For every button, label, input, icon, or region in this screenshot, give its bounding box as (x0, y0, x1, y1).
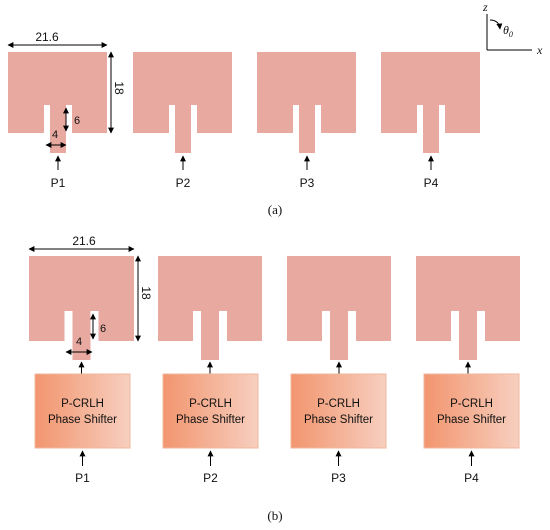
phase-shifter-line1: P-CRLH (189, 398, 232, 410)
feed-width-label: 4 (52, 129, 58, 141)
port-label: P1 (51, 176, 66, 190)
theta-arc-icon (489, 19, 503, 30)
height-dimension-label: 18 (139, 286, 153, 300)
patch (287, 256, 391, 360)
port-label: P4 (464, 471, 479, 485)
patch (381, 52, 480, 153)
antenna-a-3: P3 (257, 52, 356, 190)
panel-b-label: (b) (267, 508, 282, 523)
phase-shifter-line1: P-CRLH (317, 398, 360, 410)
phase-shifter-line1: P-CRLH (61, 398, 104, 410)
phase-shifter-box: P-CRLH Phase Shifter (34, 373, 131, 449)
patch (29, 256, 134, 360)
phase-shifter-box: P-CRLH Phase Shifter (290, 373, 387, 449)
antenna-a-1: P1 6 4 (8, 52, 107, 190)
phase-shifter-rect (34, 373, 131, 449)
phase-shifter-line2: Phase Shifter (176, 414, 245, 426)
port-label: P2 (203, 471, 218, 485)
z-axis-label: z (482, 0, 488, 14)
phase-shifter-rect (290, 373, 387, 449)
phase-shifter-rect (162, 373, 259, 449)
port-label: P3 (331, 471, 346, 485)
panel-a-label: (a) (268, 202, 282, 217)
phase-shifter-box: P-CRLH Phase Shifter (423, 373, 520, 449)
panel-a: 21.6 18 P1 6 4P2 P3 P4 (a) (7, 30, 480, 217)
height-dimension-label: 18 (112, 81, 126, 95)
feed-width-label: 4 (76, 336, 82, 348)
port-label: P4 (424, 176, 439, 190)
width-dimension-label: 21.6 (35, 30, 59, 44)
phase-shifter-line2: Phase Shifter (304, 414, 373, 426)
patch (257, 52, 356, 153)
antenna-a-4: P4 (381, 52, 480, 190)
phase-shifter-rect (423, 373, 520, 449)
patch (8, 52, 107, 153)
port-label: P1 (75, 471, 90, 485)
x-axis-label: x (536, 43, 543, 57)
port-label: P3 (300, 176, 315, 190)
phase-shifter-line2: Phase Shifter (48, 414, 117, 426)
phase-shifter-line1: P-CRLH (450, 398, 493, 410)
phase-shifter-box: P-CRLH Phase Shifter (162, 373, 259, 449)
patch (158, 256, 262, 360)
width-dimension-label: 21.6 (72, 234, 96, 248)
port-label: P2 (176, 176, 191, 190)
patch (416, 256, 520, 360)
slot-depth-label: 6 (100, 323, 106, 335)
patch (133, 52, 232, 153)
coordinate-axes: z x θ0 (482, 0, 543, 57)
theta-label: θ0 (503, 23, 513, 39)
antenna-a-2: P2 (133, 52, 232, 190)
slot-depth-label: 6 (74, 115, 80, 127)
phase-shifter-line2: Phase Shifter (437, 414, 506, 426)
